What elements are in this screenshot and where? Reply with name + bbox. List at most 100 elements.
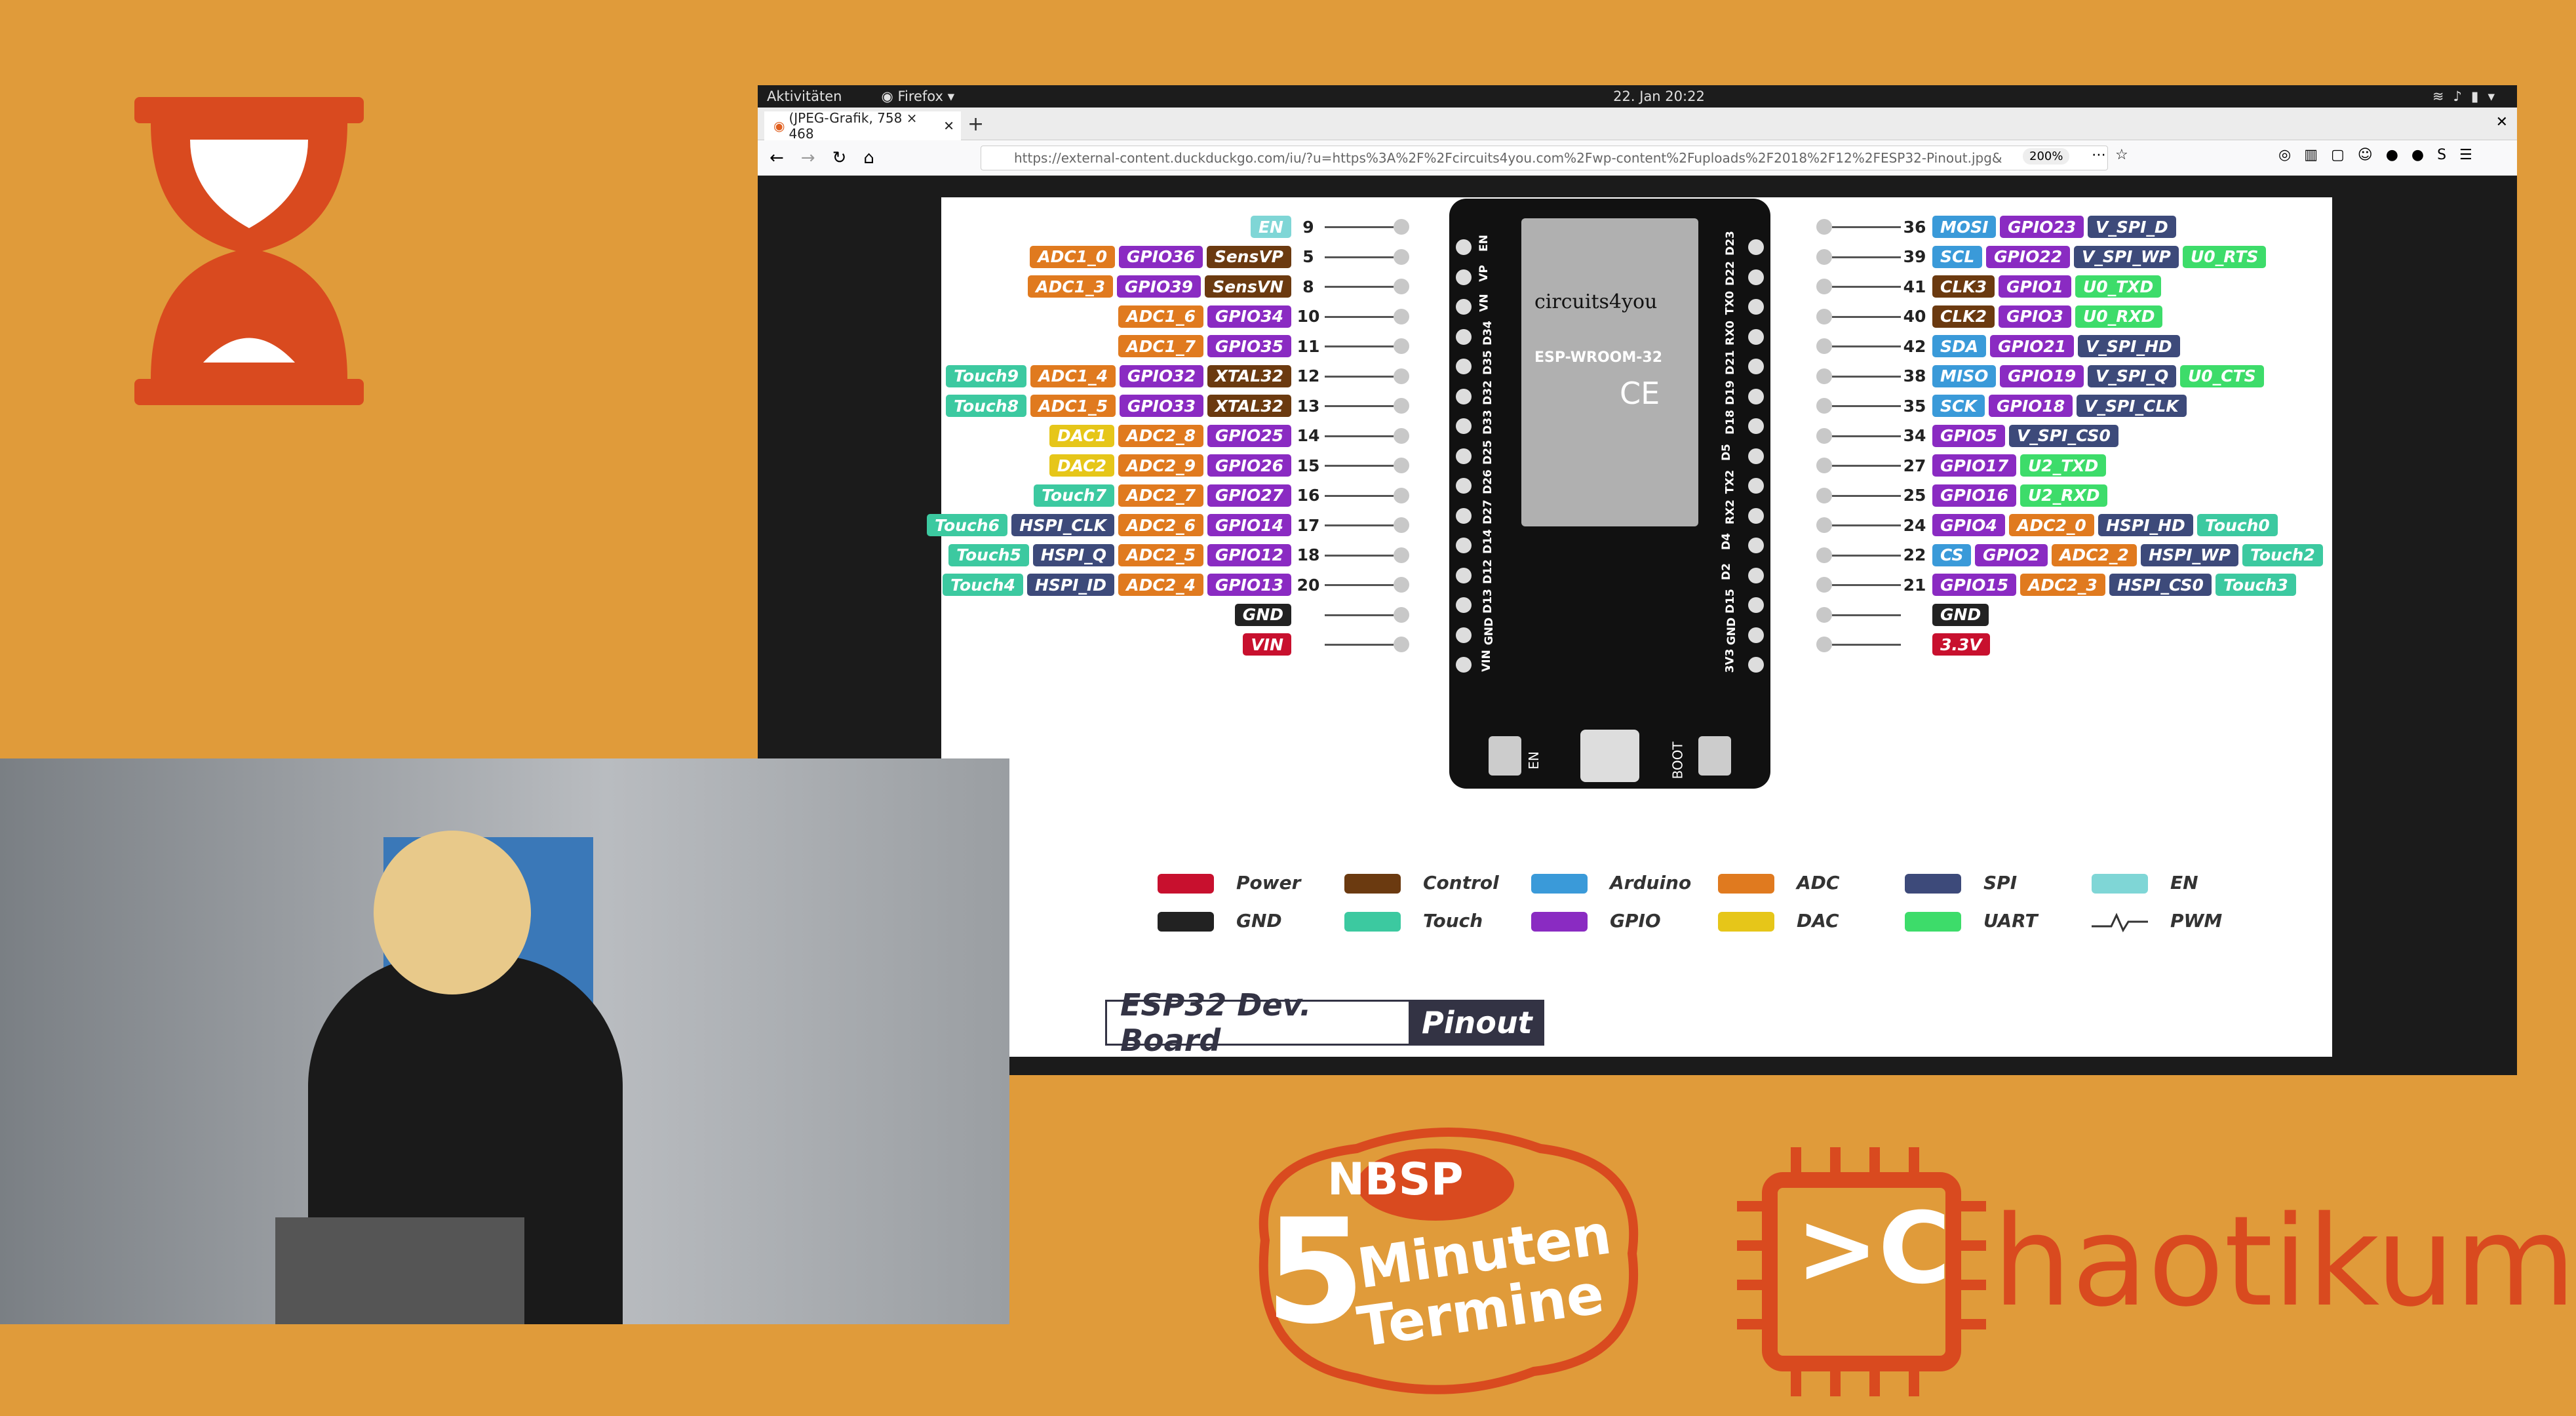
header-pin [1456, 478, 1472, 494]
pin-label: GPIO33 [1119, 395, 1203, 417]
legend-swatch [2092, 912, 2148, 933]
legend-swatch [1718, 912, 1774, 932]
pin-label: GPIO17 [1932, 454, 2017, 477]
legend-label: Power [1236, 872, 1301, 894]
boot-button[interactable] [1698, 736, 1731, 776]
header-pin-label: D21 [1723, 350, 1737, 375]
header-pin-label: 3V3 [1723, 648, 1737, 673]
pin-label: GPIO14 [1207, 514, 1291, 536]
wroom-module: circuits4you ESP-WROOM-32 CE [1521, 218, 1698, 526]
pin-number: 24 [1903, 515, 1926, 535]
tab-jpeg[interactable]: ◉ (JPEG-Grafik, 758 × 468 ✕ [764, 110, 961, 142]
legend-label: PWM [2170, 910, 2223, 932]
header-pin-label: TX0 [1723, 290, 1737, 315]
toolbar-icons[interactable]: ◎▥▢☺●●S☰ [2278, 147, 2486, 163]
pin-label: CS [1932, 543, 1972, 566]
pwm-wave-icon [2092, 913, 2148, 933]
forward-button[interactable]: → [800, 148, 815, 168]
en-button[interactable] [1489, 736, 1521, 776]
window-close-icon[interactable]: ✕ [2495, 114, 2508, 130]
header-pin-label: EN [1477, 235, 1491, 252]
header-pin [1456, 359, 1472, 374]
hourglass-icon [134, 97, 364, 405]
header-pin [1748, 388, 1764, 404]
pin-label: EN [1250, 216, 1291, 238]
tab-title: (JPEG-Grafik, 758 × 468 [789, 110, 918, 142]
legend-swatch [1344, 912, 1401, 932]
header-pin [1456, 388, 1472, 404]
module-name: ESP-WROOM-32 [1534, 349, 1663, 366]
system-tray-icons[interactable]: ≋♪▮▾ [2432, 88, 2504, 104]
legend-swatch [1344, 874, 1401, 894]
pin-label: ADC2_3 [2020, 574, 2105, 596]
header-pin [1748, 239, 1764, 255]
pin-label: Touch8 [946, 395, 1026, 417]
pin-label: GPIO12 [1207, 543, 1291, 566]
pin-number: 25 [1903, 486, 1926, 505]
header-pin [1456, 418, 1472, 434]
pin-label: ADC1_4 [1030, 364, 1116, 387]
legend-swatch [1905, 912, 1961, 932]
pin-trace [1832, 405, 1901, 407]
pin-trace [1832, 375, 1901, 378]
pin-trace [1325, 584, 1394, 586]
pin-number: 5 [1302, 247, 1314, 266]
pin-number: 13 [1297, 396, 1320, 416]
back-button[interactable]: ← [770, 148, 784, 168]
header-pin-label: D27 [1481, 499, 1494, 524]
header-pin-label: D18 [1723, 410, 1737, 435]
app-menu[interactable]: ◉ Firefox ▾ [881, 88, 955, 104]
tab-close-icon[interactable]: ✕ [943, 118, 954, 134]
pin-label: HSPI_Q [1032, 543, 1114, 566]
pin-label: U0_RXD [2075, 305, 2163, 328]
pin-label: HSPI_ID [1026, 574, 1114, 596]
pin-trace [1832, 226, 1901, 228]
pin-dot [1394, 458, 1409, 473]
pin-dot [1816, 279, 1832, 294]
legend-label: Touch [1423, 910, 1483, 932]
pin-number: 36 [1903, 217, 1926, 237]
header-pin-label: D15 [1723, 589, 1737, 614]
header-pin [1456, 239, 1472, 255]
activities-button[interactable]: Aktivitäten [767, 88, 842, 104]
legend-swatch [1905, 874, 1961, 894]
pin-dot [1394, 517, 1409, 533]
pin-label: V_SPI_WP [2074, 245, 2179, 268]
header-pin [1748, 418, 1764, 434]
pin-number: 17 [1297, 515, 1320, 535]
pin-trace [1325, 226, 1394, 228]
pin-label: V_SPI_D [2088, 216, 2176, 238]
pin-number: 8 [1302, 277, 1314, 296]
pin-number [1902, 633, 1928, 656]
pin-trace [1832, 524, 1901, 526]
pin-label: GPIO39 [1116, 275, 1201, 298]
tab-bar: ◉ (JPEG-Grafik, 758 × 468 ✕ + ✕ [758, 108, 2517, 142]
legend-label: SPI [1983, 872, 2018, 894]
pin-label: GPIO16 [1932, 484, 2017, 507]
chip-glyph-text: >C [1796, 1192, 1951, 1306]
footer-right: Pinout [1409, 1002, 1542, 1044]
pin-number: 9 [1302, 217, 1314, 237]
header-pin [1456, 448, 1472, 464]
url-bar[interactable]: https://external-content.duckduckgo.com/… [981, 146, 2108, 170]
pin-label: V_SPI_HD [2078, 335, 2180, 357]
pin-trace [1832, 435, 1901, 437]
pin-number [1902, 604, 1928, 626]
home-button[interactable]: ⌂ [863, 148, 874, 168]
pin-number: 39 [1903, 247, 1926, 266]
legend-label: GND [1236, 910, 1282, 932]
pin-dot [1816, 248, 1832, 265]
pin-dot [1394, 637, 1409, 652]
header-pin [1748, 299, 1764, 315]
pin-trace [1832, 256, 1901, 258]
presenter-head [374, 831, 531, 994]
clock[interactable]: 22. Jan 20:22 [1613, 88, 1705, 104]
zoom-indicator[interactable]: 200% [2023, 148, 2070, 165]
page-actions[interactable]: ⋯☆ [2092, 147, 2137, 163]
pin-number [1295, 604, 1321, 626]
pin-label: GPIO35 [1207, 335, 1291, 357]
new-tab-button[interactable]: + [967, 113, 985, 136]
pin-label: GPIO23 [2000, 216, 2084, 238]
reload-button[interactable]: ↻ [832, 148, 847, 168]
